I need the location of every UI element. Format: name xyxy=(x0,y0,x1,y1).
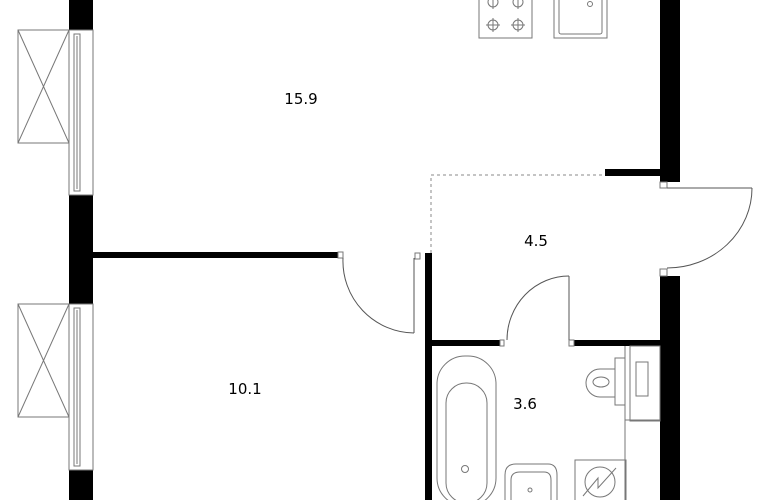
room-area-hallway: 4.5 xyxy=(524,232,548,250)
radiator-upper xyxy=(17,29,70,144)
window-lower xyxy=(68,303,94,471)
interior-walls xyxy=(93,0,680,500)
kitchen-sink-icon xyxy=(553,0,608,39)
stove-icon xyxy=(478,0,533,39)
washing-machine-icon xyxy=(574,459,627,500)
door-bedroom[interactable] xyxy=(337,251,421,334)
boiler-icon xyxy=(624,345,661,500)
door-bathroom[interactable] xyxy=(499,275,575,347)
exterior-wall-left xyxy=(69,0,93,500)
bathtub-icon xyxy=(436,355,497,500)
room-area-bedroom: 10.1 xyxy=(228,380,262,398)
washbasin-icon xyxy=(504,463,558,500)
radiator-lower xyxy=(17,303,70,418)
entrance-door[interactable] xyxy=(659,181,753,277)
room-area-kitchen-living: 15.9 xyxy=(284,90,318,108)
zone-divider-dashed xyxy=(430,174,605,253)
window-upper xyxy=(68,29,94,196)
toilet-icon xyxy=(585,357,626,406)
room-area-bathroom: 3.6 xyxy=(513,395,537,413)
